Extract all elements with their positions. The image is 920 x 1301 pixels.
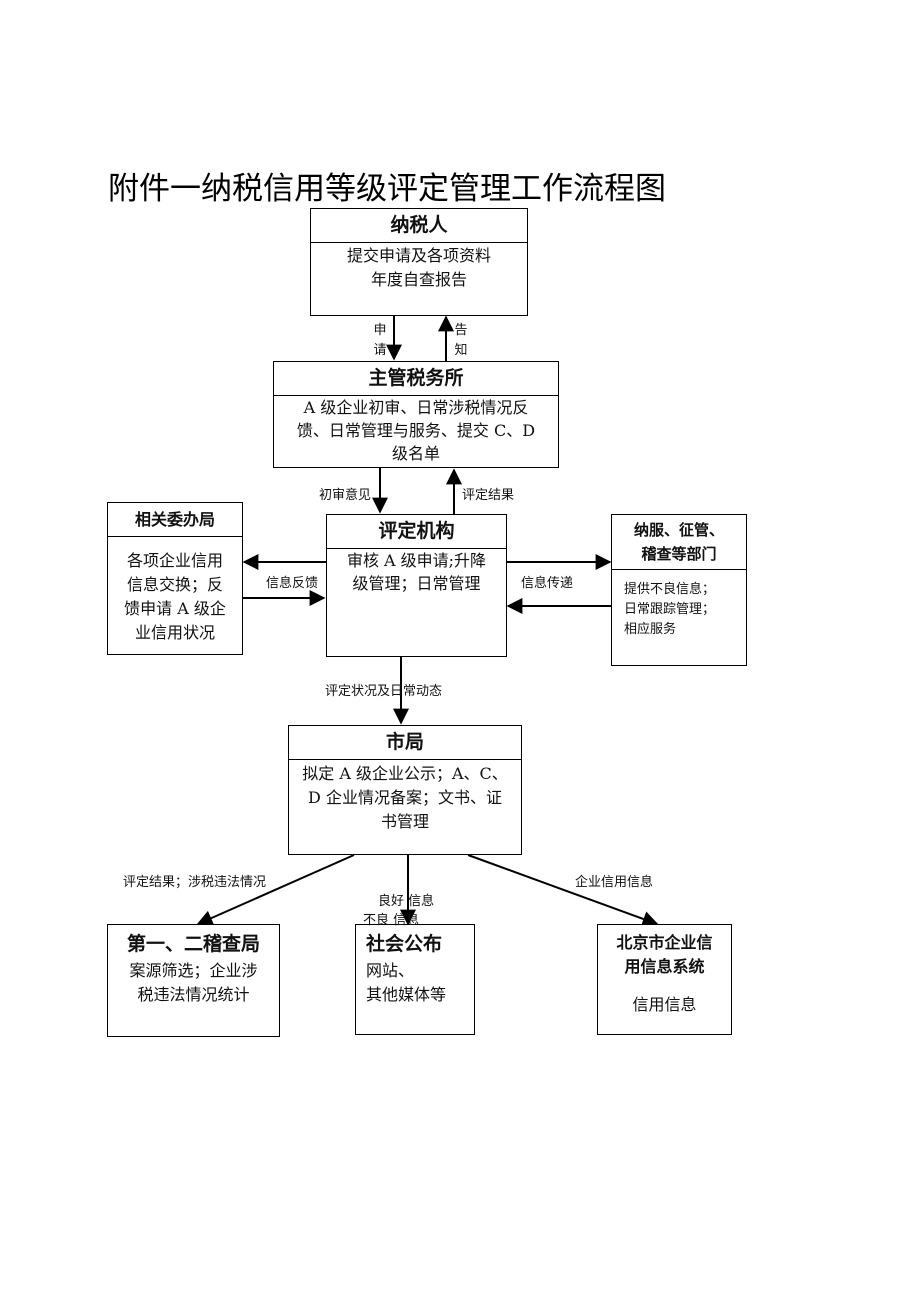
node-credit-system: 北京市企业信 用信息系统 信用信息 [597, 924, 732, 1035]
node-inspection-bureau-title: 第一、二稽查局 [126, 933, 260, 955]
node-public-disclosure-line: 其他媒体等 [366, 985, 447, 1004]
edge-label-good-info: 良好 信息 [378, 894, 435, 909]
node-city-bureau-line: 拟定 A 级企业公示；A、C、 [302, 764, 508, 783]
node-credit-system-line: 信用信息 [632, 995, 697, 1014]
edge-label-notify: 告 知 [454, 321, 468, 361]
node-taxpayer: 纳税人 提交申请及各项资料 年度自查报告 [310, 208, 528, 316]
node-tax-office-title: 主管税务所 [274, 362, 558, 396]
node-rating-org-line: 审核 A 级申请;升降 [346, 551, 487, 570]
edge-label-info-transfer: 信息传递 [521, 576, 574, 591]
edge-label-notify-char: 告 [454, 323, 468, 338]
node-departments-line: 相应服务 [624, 622, 677, 637]
node-inspection-bureau: 第一、二稽查局 案源筛选；企业涉 税违法情况统计 [107, 924, 280, 1037]
node-taxpayer-line: 年度自查报告 [370, 270, 467, 289]
node-rating-org-body: 审核 A 级申请;升降 级管理；日常管理 [327, 549, 506, 595]
node-credit-system-body: 信用信息 [598, 979, 731, 1017]
node-committee-line: 各项企业信用 [126, 551, 223, 570]
node-departments-title: 纳服、征管、 稽查等部门 [612, 515, 746, 570]
node-public-disclosure-body: 网站、 其他媒体等 [356, 959, 474, 1007]
edge-label-info-feedback: 信息反馈 [266, 576, 319, 591]
node-committee-line: 馈申请 A 级企 [124, 599, 226, 618]
edge-label-bad-info: 不良 信息 [363, 913, 420, 928]
node-tax-office-line: 馈、日常管理与服务、提交 C、D [296, 421, 536, 440]
edge-label-rating-result: 评定结果 [462, 488, 515, 503]
node-tax-office-body: A 级企业初审、日常涉税情况反 馈、日常管理与服务、提交 C、D 级名单 [274, 396, 558, 465]
node-departments: 纳服、征管、 稽查等部门 提供不良信息； 日常跟踪管理； 相应服务 [611, 514, 747, 666]
node-tax-office: 主管税务所 A 级企业初审、日常涉税情况反 馈、日常管理与服务、提交 C、D 级… [273, 361, 559, 468]
node-taxpayer-title: 纳税人 [311, 209, 527, 243]
node-city-bureau-line: 书管理 [380, 812, 429, 831]
node-committee-line: 业信用状况 [134, 623, 215, 642]
arrow-to-credit-system [467, 854, 659, 927]
node-credit-system-title-line: 用信息系统 [624, 957, 705, 976]
node-committee-body: 各项企业信用 信息交换；反 馈申请 A 级企 业信用状况 [108, 537, 242, 645]
node-public-disclosure: 社会公布 网站、 其他媒体等 [355, 924, 475, 1035]
edge-label-apply: 申 请 [373, 321, 387, 361]
node-public-disclosure-title: 社会公布 [366, 933, 443, 955]
arrow-to-inspection [196, 854, 355, 926]
edge-label-notify-char: 知 [454, 343, 468, 358]
node-city-bureau-line: D 企业情况备案；文书、证 [308, 788, 502, 807]
node-city-bureau: 市局 拟定 A 级企业公示；A、C、 D 企业情况备案；文书、证 书管理 [288, 725, 522, 855]
node-rating-org: 评定机构 审核 A 级申请;升降 级管理；日常管理 [326, 514, 507, 657]
edge-label-apply-char: 申 [373, 323, 387, 338]
node-committee-line: 信息交换；反 [126, 575, 223, 594]
node-departments-body: 提供不良信息； 日常跟踪管理； 相应服务 [612, 570, 746, 640]
node-committee: 相关委办局 各项企业信用 信息交换；反 馈申请 A 级企 业信用状况 [107, 502, 243, 655]
node-rating-org-line: 级管理；日常管理 [352, 574, 481, 593]
node-credit-system-title-line: 北京市企业信 [616, 933, 713, 952]
node-credit-system-title: 北京市企业信 用信息系统 [598, 925, 731, 979]
node-public-disclosure-line: 网站、 [366, 961, 415, 980]
node-tax-office-line: 级名单 [391, 444, 440, 463]
edge-label-result-violations: 评定结果；涉税违法情况 [123, 875, 267, 890]
edge-label-prelim-opinion: 初审意见 [319, 488, 372, 503]
node-tax-office-line: A 级企业初审、日常涉税情况反 [303, 398, 529, 417]
node-taxpayer-line: 提交申请及各项资料 [346, 246, 491, 265]
node-city-bureau-body: 拟定 A 级企业公示；A、C、 D 企业情况备案；文书、证 书管理 [289, 760, 521, 834]
node-inspection-bureau-line: 案源筛选；企业涉 [129, 961, 258, 980]
node-city-bureau-title: 市局 [289, 726, 521, 760]
edge-label-enterprise-credit: 企业信用信息 [575, 875, 654, 890]
page-title: 附件一纳税信用等级评定管理工作流程图 [108, 171, 666, 207]
node-taxpayer-body: 提交申请及各项资料 年度自查报告 [311, 243, 527, 292]
node-departments-title-line: 纳服、征管、 [633, 521, 724, 539]
node-committee-title: 相关委办局 [108, 503, 242, 537]
edge-label-status-dynamics: 评定状况及日常动态 [325, 684, 443, 699]
node-inspection-bureau-line: 税违法情况统计 [137, 985, 250, 1004]
node-departments-title-line: 稽查等部门 [641, 545, 717, 563]
node-departments-line: 日常跟踪管理； [624, 602, 716, 617]
node-rating-org-title: 评定机构 [327, 515, 506, 549]
edge-label-apply-char: 请 [373, 343, 387, 358]
node-inspection-bureau-body: 案源筛选；企业涉 税违法情况统计 [108, 959, 279, 1007]
node-departments-line: 提供不良信息； [624, 582, 716, 597]
